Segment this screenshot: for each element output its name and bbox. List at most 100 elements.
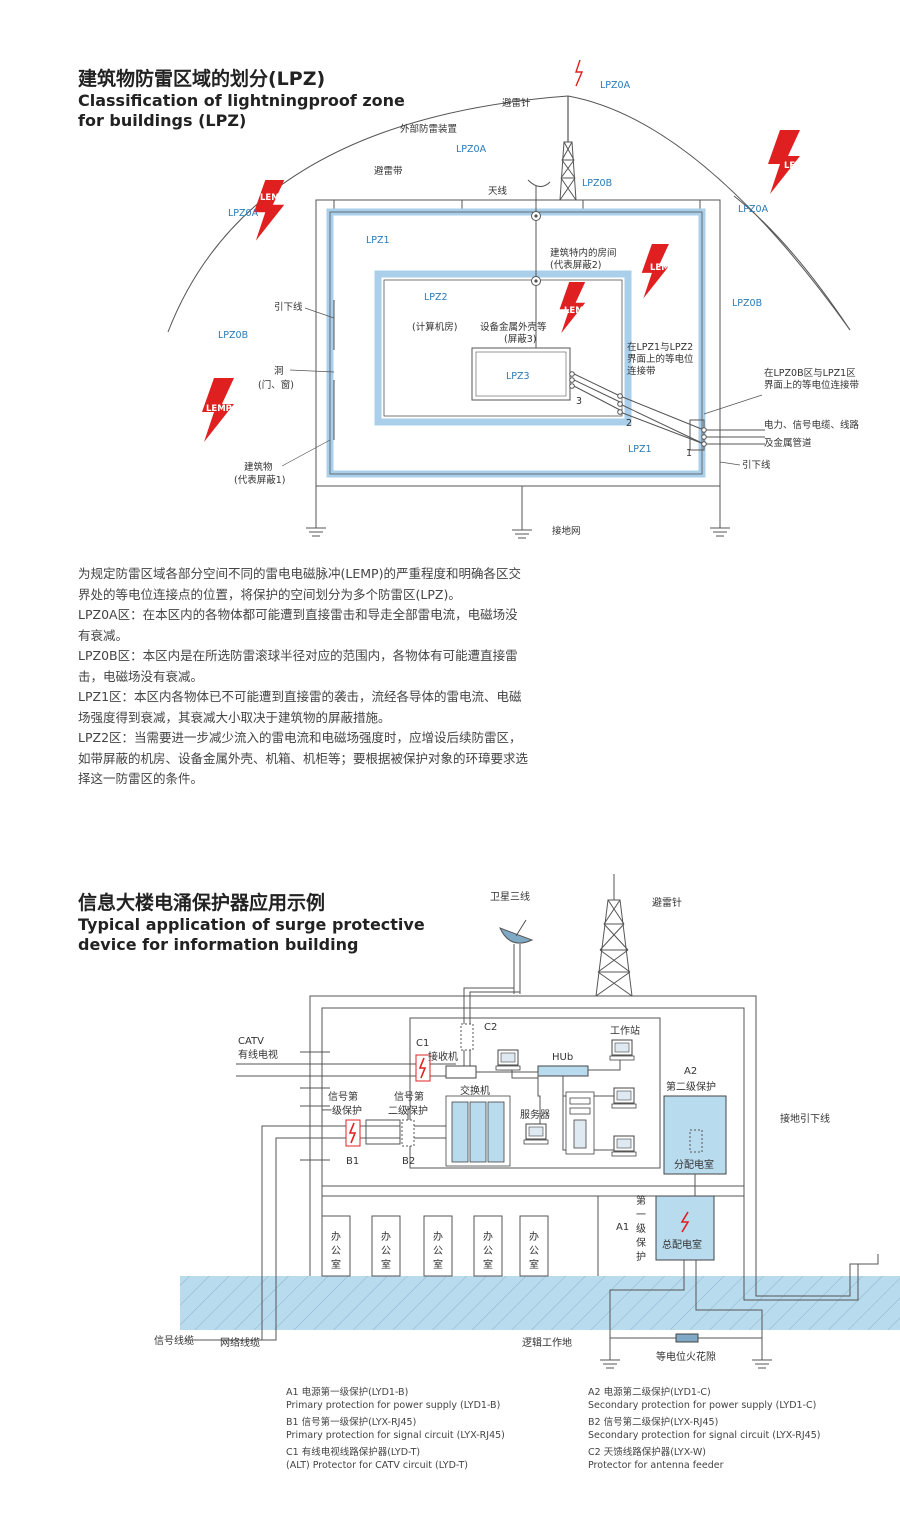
label-external-device: 外部防雷装置 bbox=[400, 123, 457, 135]
label-first-level-2: 一 bbox=[636, 1210, 646, 1221]
label-lemp-3: LEMP bbox=[650, 263, 676, 273]
label-b2: B2 bbox=[402, 1156, 415, 1167]
legend-c1-en: (ALT) Protector for CATV circuit (LYD-T) bbox=[286, 1459, 468, 1471]
label-lpz0b-right: LPZ0B bbox=[732, 298, 762, 309]
workstation-monitor-icon bbox=[611, 1135, 637, 1157]
office-label: 办公室 bbox=[381, 1230, 391, 1271]
workstation-monitor-icon bbox=[611, 1087, 637, 1109]
label-c1: C1 bbox=[416, 1038, 429, 1049]
label-downlead-right: 引下线 bbox=[742, 459, 771, 471]
office-label: 办公室 bbox=[331, 1230, 341, 1271]
label-num1: 1 bbox=[686, 448, 692, 459]
label-room-2: (代表屏蔽2) bbox=[550, 259, 601, 271]
label-lpz0a-mid: LPZ0A bbox=[456, 144, 487, 155]
label-lpz1: LPZ1 bbox=[366, 235, 390, 246]
label-main-room: 总配电室 bbox=[662, 1238, 702, 1251]
label-lemp-4: LEMP bbox=[564, 306, 590, 316]
label-lpz0b-tower: LPZ0B bbox=[582, 178, 612, 189]
label-b1: B1 bbox=[346, 1156, 359, 1167]
label-hub: HUb bbox=[552, 1052, 573, 1063]
label-lpz0a-right: LPZ0A bbox=[738, 204, 769, 215]
label-metal-1: 设备金属外壳等 bbox=[480, 321, 547, 333]
lightning-strike-icon bbox=[575, 59, 584, 87]
label-a2-desc: 第二级保护 bbox=[666, 1080, 716, 1093]
legend-a2-en: Secondary protection for power supply (L… bbox=[588, 1399, 817, 1411]
label-antenna: 天线 bbox=[488, 185, 508, 197]
section1-title-en-line1: Classification of lightningproof zone bbox=[78, 91, 405, 110]
label-ground-lead: 接地引下线 bbox=[780, 1112, 830, 1125]
label-lpz0b-left: LPZ0B bbox=[218, 330, 248, 341]
label-computer-room: (计算机房) bbox=[412, 321, 457, 333]
legend-b2-en: Secondary protection for signal circuit … bbox=[588, 1429, 821, 1441]
legend-a1-en: Primary protection for power supply (LYD… bbox=[286, 1399, 501, 1411]
label-signal-cable: 信号线缆 bbox=[154, 1334, 194, 1347]
label-lemp-5: LEMP bbox=[206, 404, 232, 414]
label-first-level-5: 护 bbox=[636, 1250, 646, 1263]
label-bond01-1: 在LPZ0B区与LPZ1区 bbox=[764, 367, 856, 379]
label-metal-2: (屏蔽3) bbox=[504, 333, 536, 345]
lpz-description: 为规定防雷区域各部分空间不同的雷电电磁脉冲(LEMP)的严重程度和明确各区交界处… bbox=[78, 564, 528, 790]
label-cables-2: 及金属管道 bbox=[764, 437, 812, 449]
label-sig2-2: 二级保护 bbox=[388, 1104, 428, 1117]
paragraph-lpz0b: LPZ0B区：本区内是在所选防雷滚球半径对应的范围内，各物体有可能遭直接雷击，电… bbox=[78, 648, 518, 684]
server-tower-icon bbox=[565, 1091, 595, 1155]
hub-icon bbox=[537, 1065, 589, 1077]
label-sig2-1: 信号第 bbox=[394, 1090, 424, 1103]
label-lpz0a-top: LPZ0A bbox=[600, 80, 631, 91]
switch-rack-icon bbox=[445, 1095, 511, 1167]
label-lpz1-bottom: LPZ1 bbox=[628, 444, 652, 455]
c2-spd-icon bbox=[460, 1023, 474, 1051]
label-downlead-left: 引下线 bbox=[274, 301, 303, 313]
legend-a1-cn: A1 电源第一级保护(LYD1-B) bbox=[286, 1387, 409, 1398]
spd-building-diagram: 卫星三线 避雷针 CATV 有线电视 C1 接收机 C2 工作站 HUb 交换机… bbox=[154, 874, 900, 1369]
equipotential-spark-gap-icon bbox=[675, 1333, 699, 1343]
label-building-2: (代表屏蔽1) bbox=[234, 474, 285, 486]
legend-c1-cn: C1 有线电视线路保护器(LYD-T) bbox=[286, 1447, 421, 1458]
lpz-diagram: LPZ0A 避雷针 外部防雷装置 LPZ0A LPZ0B 避雷带 天线 LPZ0… bbox=[167, 59, 860, 539]
legend-left: A1 电源第一级保护(LYD1-B) Primary protection fo… bbox=[286, 1387, 505, 1472]
label-a1: A1 bbox=[616, 1222, 629, 1233]
label-bond12-2: 界面上的等电位 bbox=[627, 353, 694, 365]
workstation-monitor-icon bbox=[609, 1039, 635, 1061]
label-switch: 交换机 bbox=[460, 1084, 490, 1097]
satellite-dish-icon bbox=[499, 919, 534, 994]
workstation-monitor-icon bbox=[495, 1049, 521, 1071]
label-lemp-2: LEMP bbox=[784, 161, 810, 171]
label-building-1: 建筑物 bbox=[244, 461, 273, 473]
protection-arc-right bbox=[567, 95, 851, 331]
section2-title-en-line1: Typical application of surge protective bbox=[78, 915, 425, 934]
lightning-rod-tower bbox=[595, 874, 633, 997]
label-equi-gap: 等电位火花隙 bbox=[656, 1350, 716, 1363]
label-sub-room: 分配电室 bbox=[674, 1158, 714, 1171]
label-lpz2: LPZ2 bbox=[424, 292, 448, 303]
label-first-level-1: 第 bbox=[636, 1194, 646, 1207]
label-sig1-1: 信号第 bbox=[328, 1090, 358, 1103]
label-lpz0a-left: LPZ0A bbox=[228, 208, 259, 219]
legend-b1-cn: B1 信号第一级保护(LYX-RJ45) bbox=[286, 1417, 417, 1428]
label-logic-ground: 逻辑工作地 bbox=[522, 1336, 572, 1349]
paragraph-lpz2: LPZ2区：当需要进一步减少流入的雷电流和电磁场强度时，应增设后续防雷区，如带屏… bbox=[78, 730, 529, 786]
legend-right: A2 电源第二级保护(LYD1-C) Secondary protection … bbox=[588, 1387, 820, 1472]
label-satellite: 卫星三线 bbox=[490, 890, 530, 903]
protection-arc-left bbox=[167, 95, 569, 333]
label-catv-2: 有线电视 bbox=[238, 1048, 278, 1061]
b1-spd-icon bbox=[345, 1119, 361, 1147]
label-c2: C2 bbox=[484, 1022, 497, 1033]
label-bond01-2: 界面上的等电位连接带 bbox=[764, 379, 860, 391]
lpz2-shield bbox=[374, 270, 632, 426]
b2-spd-icon bbox=[401, 1119, 415, 1147]
label-rod: 避雷针 bbox=[652, 896, 682, 909]
legend-c2-cn: C2 天馈线路保护器(LYX-W) bbox=[588, 1447, 706, 1458]
label-lemp-1: LEMP bbox=[260, 193, 286, 203]
server-monitor-icon bbox=[523, 1123, 549, 1145]
label-bond12-1: 在LPZ1与LPZ2 bbox=[627, 341, 693, 353]
label-lightning-rod: 避雷针 bbox=[502, 97, 531, 109]
label-room-1: 建筑特内的房间 bbox=[550, 247, 617, 259]
label-num2: 2 bbox=[626, 418, 632, 429]
label-lpz3: LPZ3 bbox=[506, 371, 530, 382]
section2-title-cn: 信息大楼电涌保护器应用示例 bbox=[78, 892, 326, 914]
section1-title-cn: 建筑物防雷区域的划分(LPZ) bbox=[78, 68, 326, 90]
section2-title-en-line2: device for information building bbox=[78, 935, 359, 954]
label-server: 服务器 bbox=[520, 1108, 550, 1121]
label-first-level-3: 级 bbox=[636, 1223, 646, 1235]
